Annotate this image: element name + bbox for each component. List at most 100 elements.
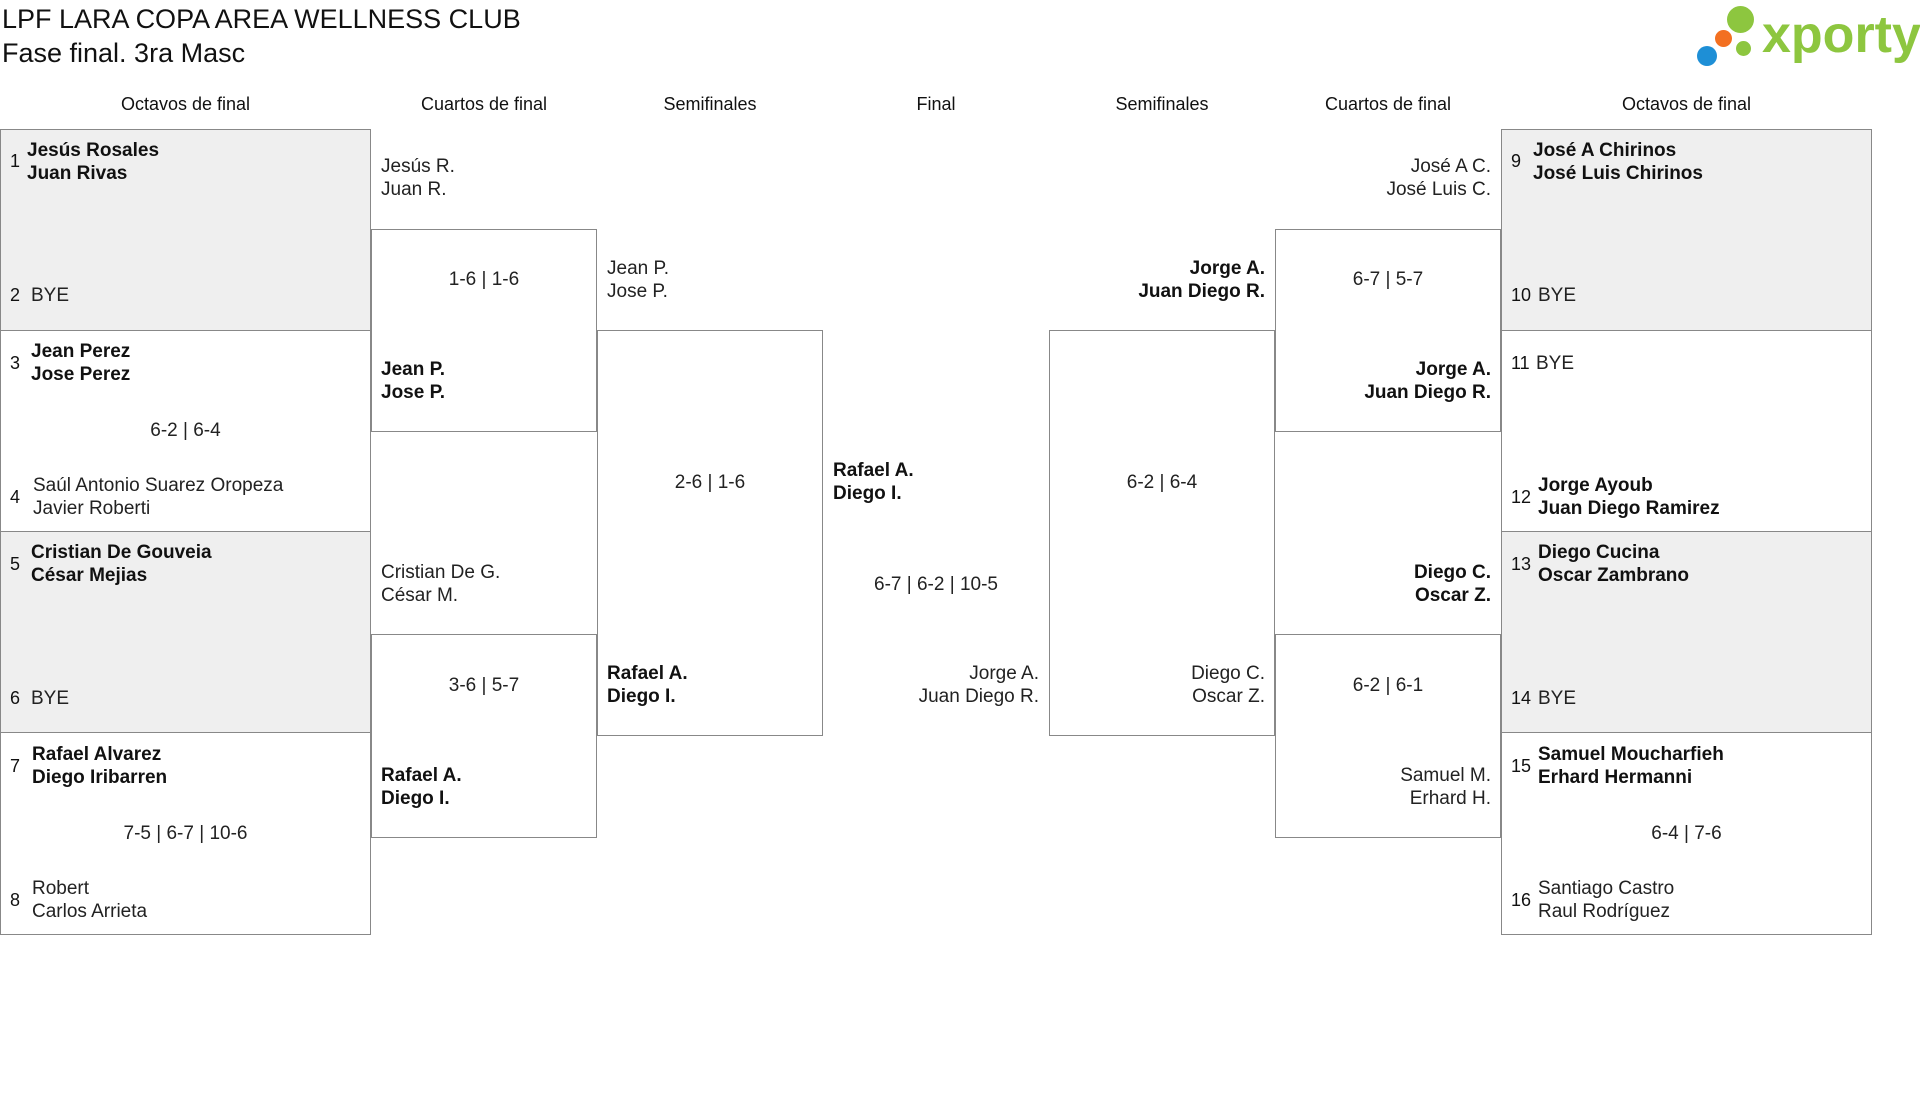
match-score: 2-6 | 1-6	[674, 472, 746, 493]
seed-number: 14	[1511, 688, 1532, 708]
seed-number: 6	[10, 688, 21, 708]
team-name: Juan Diego R.	[918, 686, 1039, 707]
player-name: Oscar Zambrano	[1538, 565, 1689, 586]
round-header-semis-right: Semifinales	[1115, 94, 1209, 114]
logo-dot-green-small	[1736, 41, 1751, 56]
match-cuartos-1[interactable]	[371, 229, 597, 432]
seed-number: 3	[10, 353, 21, 373]
team-name: Jorge A.	[1415, 359, 1491, 380]
player-name: Santiago Castro	[1538, 878, 1675, 899]
match-score: 1-6 | 1-6	[448, 269, 520, 290]
team-name: Samuel M.	[1400, 765, 1491, 786]
team-name: Rafael A.	[381, 765, 462, 786]
seed-number: 2	[10, 285, 21, 305]
match-cuartos-3[interactable]	[1275, 229, 1501, 432]
bye-label: BYE	[1536, 353, 1575, 374]
match-score: 6-7 | 5-7	[1352, 269, 1424, 290]
player-name: Rafael Alvarez	[32, 744, 162, 765]
seed-number: 12	[1511, 487, 1532, 507]
match-score: 6-2 | 6-1	[1352, 675, 1424, 696]
team-name: Diego C.	[1413, 562, 1491, 583]
xporty-logo[interactable]: xporty	[1695, 5, 1920, 67]
match-score: 6-2 | 6-4	[1126, 472, 1198, 493]
team-name: Rafael A.	[607, 663, 688, 684]
match-octavos-3[interactable]	[0, 531, 371, 733]
team-name: Jorge A.	[1189, 258, 1265, 279]
match-semis-right[interactable]	[1049, 330, 1275, 736]
header: LPF LARA COPA AREA WELLNESS CLUB Fase fi…	[2, 2, 521, 70]
team-name: Jose P.	[381, 382, 446, 403]
player-name: Cristian De Gouveia	[31, 542, 212, 563]
match-octavos-5[interactable]	[1501, 129, 1872, 331]
match-cuartos-2[interactable]	[371, 634, 597, 838]
team-name: Cristian De G.	[381, 562, 501, 583]
logo-dot-orange	[1715, 30, 1732, 47]
seed-number: 13	[1511, 554, 1532, 574]
player-name: Jorge Ayoub	[1538, 475, 1653, 496]
team-name: Oscar Z.	[1414, 585, 1491, 606]
seed-number: 7	[10, 756, 21, 776]
logo-dot-blue	[1697, 46, 1717, 66]
seed-number: 11	[1511, 353, 1530, 373]
player-name: Jean Perez	[31, 341, 131, 362]
match-score: 3-6 | 5-7	[448, 675, 520, 696]
team-name: Diego I.	[833, 483, 902, 504]
team-name: César M.	[381, 585, 459, 606]
seed-number: 5	[10, 554, 21, 574]
round-header-cuartos-left: Cuartos de final	[420, 94, 548, 114]
round-header-semis-left: Semifinales	[663, 94, 757, 114]
team-name: José Luis C.	[1386, 179, 1491, 200]
match-octavos-8[interactable]	[1501, 732, 1872, 935]
team-name: Jorge A.	[969, 663, 1039, 684]
match-octavos-4[interactable]	[0, 732, 371, 935]
team-name: Oscar Z.	[1192, 686, 1265, 707]
team-name: Juan Diego R.	[1364, 382, 1491, 403]
seed-number: 1	[10, 151, 21, 171]
player-name: Diego Iribarren	[32, 767, 168, 788]
player-name: Robert	[32, 878, 90, 899]
match-score: 7-5 | 6-7 | 10-6	[123, 823, 248, 844]
match-score: 6-4 | 7-6	[1651, 823, 1722, 844]
player-name: Juan Diego Ramirez	[1538, 498, 1720, 519]
page-title: LPF LARA COPA AREA WELLNESS CLUB	[2, 4, 521, 34]
seed-number: 16	[1511, 890, 1532, 910]
player-name: Juan Rivas	[27, 163, 128, 184]
player-name: César Mejias	[31, 565, 148, 586]
bye-label: BYE	[31, 285, 70, 306]
bye-label: BYE	[1538, 285, 1577, 306]
round-header-cuartos-right: Cuartos de final	[1324, 94, 1452, 114]
seed-number: 9	[1511, 151, 1522, 171]
seed-number: 4	[10, 487, 21, 507]
player-name: Erhard Hermanni	[1538, 767, 1693, 788]
player-name: Carlos Arrieta	[32, 901, 148, 922]
team-name: Jean P.	[607, 258, 669, 279]
player-name: Raul Rodríguez	[1538, 901, 1671, 922]
bye-label: BYE	[1538, 688, 1577, 709]
team-name: Diego I.	[607, 686, 676, 707]
match-octavos-1[interactable]	[0, 129, 371, 331]
player-name: Jose Perez	[31, 364, 131, 385]
player-name: Samuel Moucharfieh	[1538, 744, 1724, 765]
team-name: Jean P.	[381, 359, 446, 380]
round-header-final: Final	[916, 94, 956, 114]
page-subtitle: Fase final. 3ra Masc	[2, 38, 246, 68]
team-name: Juan R.	[381, 179, 447, 200]
seed-number: 15	[1511, 756, 1532, 776]
round-header-octavos-right: Octavos de final	[1621, 94, 1752, 114]
team-name: José A C.	[1410, 156, 1491, 177]
logo-text: xporty	[1762, 6, 1920, 64]
player-name: José A Chirinos	[1533, 140, 1677, 161]
seed-number: 8	[10, 890, 21, 910]
team-name: Juan Diego R.	[1138, 281, 1265, 302]
player-name: José Luis Chirinos	[1533, 163, 1703, 184]
player-name: Jesús Rosales	[27, 140, 160, 161]
match-semis-left[interactable]	[597, 330, 823, 736]
player-name: Saúl Antonio Suarez Oropeza	[33, 475, 284, 496]
team-name: Jesús R.	[381, 156, 455, 177]
team-name: Diego C.	[1191, 663, 1265, 684]
player-name: Javier Roberti	[33, 498, 151, 519]
team-name: Diego I.	[381, 788, 450, 809]
logo-dot-green	[1727, 6, 1754, 33]
match-cuartos-4[interactable]	[1275, 634, 1501, 838]
match-score: 6-2 | 6-4	[150, 420, 221, 441]
